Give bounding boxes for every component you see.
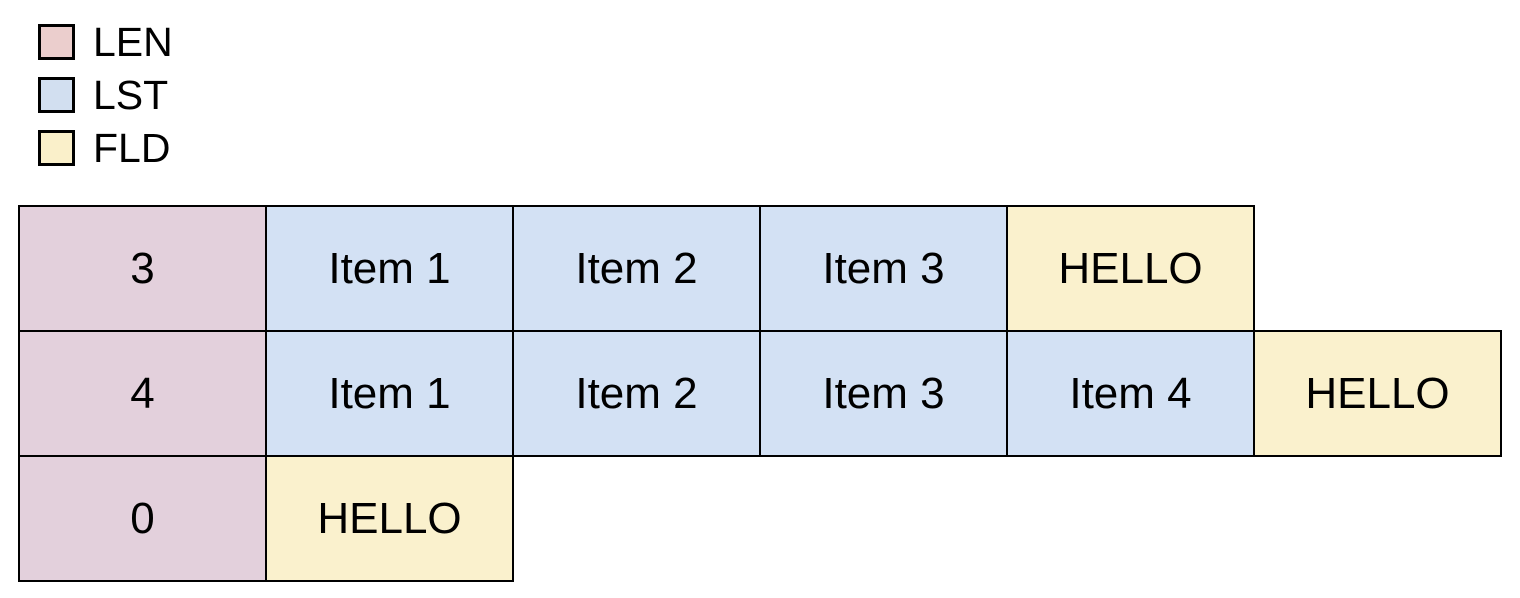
len-cell: 3 xyxy=(18,205,267,332)
legend: LEN LST FLD xyxy=(38,18,173,183)
item-cell: Item 3 xyxy=(759,330,1008,457)
item-cell: Item 4 xyxy=(1006,330,1255,457)
legend-swatch-fld xyxy=(38,130,75,166)
legend-item-fld: FLD xyxy=(38,124,173,171)
legend-label-fld: FLD xyxy=(93,124,171,171)
legend-label-lst: LST xyxy=(93,71,169,118)
field-cell: HELLO xyxy=(1253,330,1502,457)
len-cell: 0 xyxy=(18,455,267,582)
legend-item-lst: LST xyxy=(38,71,173,118)
item-cell: Item 2 xyxy=(512,205,761,332)
legend-swatch-len xyxy=(38,24,75,60)
item-cell: Item 1 xyxy=(265,330,514,457)
table-row: 3 Item 1 Item 2 Item 3 HELLO xyxy=(18,205,1502,332)
record-table: 3 Item 1 Item 2 Item 3 HELLO 4 Item 1 It… xyxy=(18,205,1502,582)
len-cell: 4 xyxy=(18,330,267,457)
field-cell: HELLO xyxy=(265,455,514,582)
item-cell: Item 3 xyxy=(759,205,1008,332)
field-cell: HELLO xyxy=(1006,205,1255,332)
item-cell: Item 1 xyxy=(265,205,514,332)
item-cell: Item 2 xyxy=(512,330,761,457)
table-row: 0 HELLO xyxy=(18,455,1502,582)
legend-swatch-lst xyxy=(38,77,75,113)
table-row: 4 Item 1 Item 2 Item 3 Item 4 HELLO xyxy=(18,330,1502,457)
legend-item-len: LEN xyxy=(38,18,173,65)
legend-label-len: LEN xyxy=(93,18,173,65)
